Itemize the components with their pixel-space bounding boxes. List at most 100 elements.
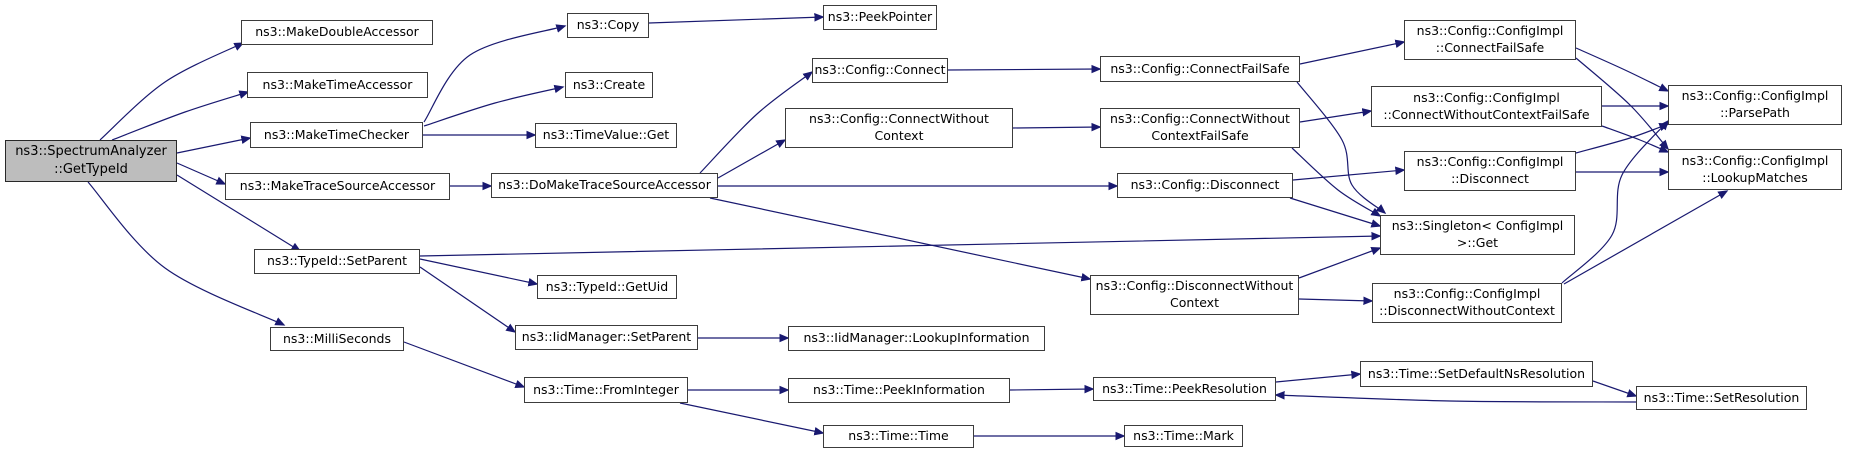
node-singleton-get[interactable]: ns3::Singleton< ConfigImpl>::Get bbox=[1380, 215, 1575, 255]
edge-gettypeid-maketracesourceaccessor bbox=[176, 162, 227, 185]
edge-milliseconds-time-frominteger bbox=[403, 341, 526, 388]
edge-config-disconnectwithoutcontext-singleton-get bbox=[1298, 246, 1382, 279]
node-label-line: ns3::Config::Connect bbox=[814, 62, 946, 78]
node-time-mark[interactable]: ns3::Time::Mark bbox=[1124, 425, 1243, 447]
node-label-line: ns3::Time::SetDefaultNsResolution bbox=[1367, 365, 1586, 381]
node-iidmanager-lookupinformation[interactable]: ns3::IidManager::LookupInformation bbox=[788, 326, 1045, 351]
node-gettypeid: ns3::SpectrumAnalyzer::GetTypeId bbox=[5, 140, 177, 182]
edge-config-connect-config-connectfailsafe bbox=[947, 64, 1102, 74]
node-maketimeaccessor[interactable]: ns3::MakeTimeAccessor bbox=[247, 72, 428, 98]
node-typeid-setparent[interactable]: ns3::TypeId::SetParent bbox=[254, 249, 420, 274]
node-time-peekinformation[interactable]: ns3::Time::PeekInformation bbox=[788, 378, 1010, 403]
edge-impl-disconnectwithoutcontext-impl-parsepath bbox=[1561, 119, 1669, 284]
node-label-line: ContextFailSafe bbox=[1151, 128, 1249, 143]
node-impl-connectfailsafe[interactable]: ns3::Config::ConfigImpl::ConnectFailSafe bbox=[1404, 20, 1576, 60]
node-impl-lookupmatches[interactable]: ns3::Config::ConfigImpl::LookupMatches bbox=[1668, 149, 1842, 190]
node-label-line: ns3::MilliSeconds bbox=[282, 330, 391, 346]
edge-time-peekinformation-time-peekresolution bbox=[1009, 384, 1095, 394]
node-label-line: ::LookupMatches bbox=[1702, 169, 1808, 185]
node-maketimechecker[interactable]: ns3::MakeTimeChecker bbox=[250, 122, 423, 148]
node-label-line: ns3::Config::Disconnect bbox=[1130, 177, 1280, 193]
node-time-frominteger[interactable]: ns3::Time::FromInteger bbox=[524, 377, 688, 403]
node-label-line: ::ConnectWithoutContextFailSafe bbox=[1383, 106, 1590, 122]
edge-config-connectwithoutcontextfailsafe-singleton-get bbox=[1291, 147, 1382, 217]
node-label-line: ns3::SpectrumAnalyzer bbox=[15, 144, 167, 160]
node-timevalue-get[interactable]: ns3::TimeValue::Get bbox=[535, 123, 677, 148]
edge-config-connectwithoutcontextfailsafe-impl-connectwithoutcontextfailsafe bbox=[1299, 108, 1373, 123]
edge-typeid-setparent-iidmanager-setparent bbox=[419, 266, 517, 333]
node-time-setresolution[interactable]: ns3::Time::SetResolution bbox=[1636, 386, 1807, 410]
node-config-connect[interactable]: ns3::Config::Connect bbox=[812, 58, 948, 83]
edge-time-setresolution-time-peekresolution bbox=[1274, 391, 1637, 403]
edge-copy-peekpointer bbox=[648, 13, 825, 24]
node-label-line: ns3::Config::ConnectFailSafe bbox=[1110, 60, 1290, 76]
node-iidmanager-setparent[interactable]: ns3::IidManager::SetParent bbox=[515, 325, 698, 350]
node-label-line: ::ParsePath bbox=[1720, 105, 1790, 120]
node-label-line: ns3::PeekPointer bbox=[827, 9, 933, 25]
node-typeid-getuid[interactable]: ns3::TypeId::GetUid bbox=[537, 275, 677, 299]
node-impl-disconnectwithoutcontext[interactable]: ns3::Config::ConfigImpl::DisconnectWitho… bbox=[1372, 283, 1562, 323]
node-time-peekresolution[interactable]: ns3::Time::PeekResolution bbox=[1093, 377, 1276, 401]
edge-time-peekresolution-time-setdefaultnsresolution bbox=[1275, 370, 1362, 383]
node-label-line: ns3::IidManager::SetParent bbox=[521, 329, 692, 345]
edge-domaketracesourceaccessor-config-connect bbox=[699, 71, 814, 174]
node-label-line: ns3::DoMakeTraceSourceAccessor bbox=[498, 177, 711, 193]
edge-impl-disconnect-impl-parsepath bbox=[1575, 122, 1670, 154]
edge-domaketracesourceaccessor-config-disconnectwithoutcontext bbox=[709, 197, 1092, 282]
node-label-line: ns3::Config::ConfigImpl bbox=[1393, 286, 1541, 302]
edge-typeid-setparent-typeid-getuid bbox=[419, 258, 539, 287]
edge-time-setdefaultnsresolution-time-setresolution bbox=[1592, 380, 1638, 398]
edge-gettypeid-typeid-setparent bbox=[176, 174, 302, 252]
edge-impl-connectwithoutcontextfailsafe-impl-lookupmatches bbox=[1601, 125, 1670, 153]
edge-maketimechecker-create bbox=[423, 84, 565, 127]
edge-config-connectfailsafe-singleton-get bbox=[1296, 81, 1387, 214]
node-label-line: Context bbox=[874, 128, 924, 143]
node-impl-disconnect[interactable]: ns3::Config::ConfigImpl::Disconnect bbox=[1404, 151, 1576, 191]
node-label-line: ns3::Time::PeekResolution bbox=[1102, 380, 1267, 396]
node-label-line: Context bbox=[1170, 295, 1219, 310]
edge-gettypeid-makedoubleaccessor bbox=[99, 42, 245, 141]
node-makedoubleaccessor[interactable]: ns3::MakeDoubleAccessor bbox=[241, 20, 433, 45]
node-label-line: ns3::Create bbox=[572, 76, 646, 92]
node-time-time[interactable]: ns3::Time::Time bbox=[823, 425, 974, 448]
node-domaketracesourceaccessor[interactable]: ns3::DoMakeTraceSourceAccessor bbox=[491, 173, 718, 198]
node-impl-parsepath[interactable]: ns3::Config::ConfigImpl::ParsePath bbox=[1668, 85, 1842, 125]
node-label-line: ns3::TypeId::SetParent bbox=[266, 253, 408, 269]
node-peekpointer[interactable]: ns3::PeekPointer bbox=[823, 5, 937, 30]
node-label-line: ns3::MakeTimeAccessor bbox=[262, 76, 413, 92]
node-label-line: ns3::Config::ConfigImpl bbox=[1681, 152, 1829, 168]
node-label-line: ns3::Time::Time bbox=[848, 428, 949, 444]
edge-gettypeid-maketimechecker bbox=[176, 135, 252, 154]
node-label-line: ns3::Config::ConfigImpl bbox=[1413, 89, 1560, 105]
node-label-line: ns3::MakeTraceSourceAccessor bbox=[239, 178, 436, 194]
node-label-line: ns3::TypeId::GetUid bbox=[545, 278, 669, 294]
node-time-setdefaultnsresolution[interactable]: ns3::Time::SetDefaultNsResolution bbox=[1360, 361, 1593, 387]
node-config-disconnect[interactable]: ns3::Config::Disconnect bbox=[1117, 173, 1293, 198]
edge-gettypeid-maketimeaccessor bbox=[111, 90, 250, 141]
edge-config-disconnectwithoutcontext-impl-disconnectwithoutcontext bbox=[1298, 296, 1374, 306]
node-create[interactable]: ns3::Create bbox=[565, 72, 653, 98]
edge-typeid-setparent-singleton-get bbox=[419, 231, 1382, 257]
node-copy[interactable]: ns3::Copy bbox=[567, 13, 649, 38]
edge-maketimechecker-copy bbox=[423, 24, 567, 123]
node-label-line: ::ConnectFailSafe bbox=[1435, 40, 1545, 55]
node-label-line: ns3::MakeTimeChecker bbox=[263, 126, 410, 142]
edge-config-disconnect-impl-disconnect bbox=[1292, 166, 1406, 181]
node-label-line: ns3::IidManager::LookupInformation bbox=[803, 330, 1030, 346]
node-label-line: ns3::Time::SetResolution bbox=[1643, 389, 1800, 405]
node-maketracesourceaccessor[interactable]: ns3::MakeTraceSourceAccessor bbox=[225, 173, 450, 200]
node-impl-connectwithoutcontextfailsafe[interactable]: ns3::Config::ConfigImpl::ConnectWithoutC… bbox=[1371, 86, 1602, 127]
node-milliseconds[interactable]: ns3::MilliSeconds bbox=[270, 327, 404, 351]
node-label-line: ns3::Time::Mark bbox=[1133, 427, 1234, 443]
node-label-line: ns3::Time::PeekInformation bbox=[813, 382, 985, 398]
node-config-connectfailsafe[interactable]: ns3::Config::ConnectFailSafe bbox=[1100, 56, 1300, 82]
edge-gettypeid-milliseconds bbox=[87, 181, 286, 326]
node-label-line: ::Disconnect bbox=[1451, 171, 1529, 186]
node-label-line: ns3::Time::FromInteger bbox=[533, 381, 679, 397]
edge-impl-disconnectwithoutcontext-impl-lookupmatches bbox=[1563, 190, 1729, 285]
